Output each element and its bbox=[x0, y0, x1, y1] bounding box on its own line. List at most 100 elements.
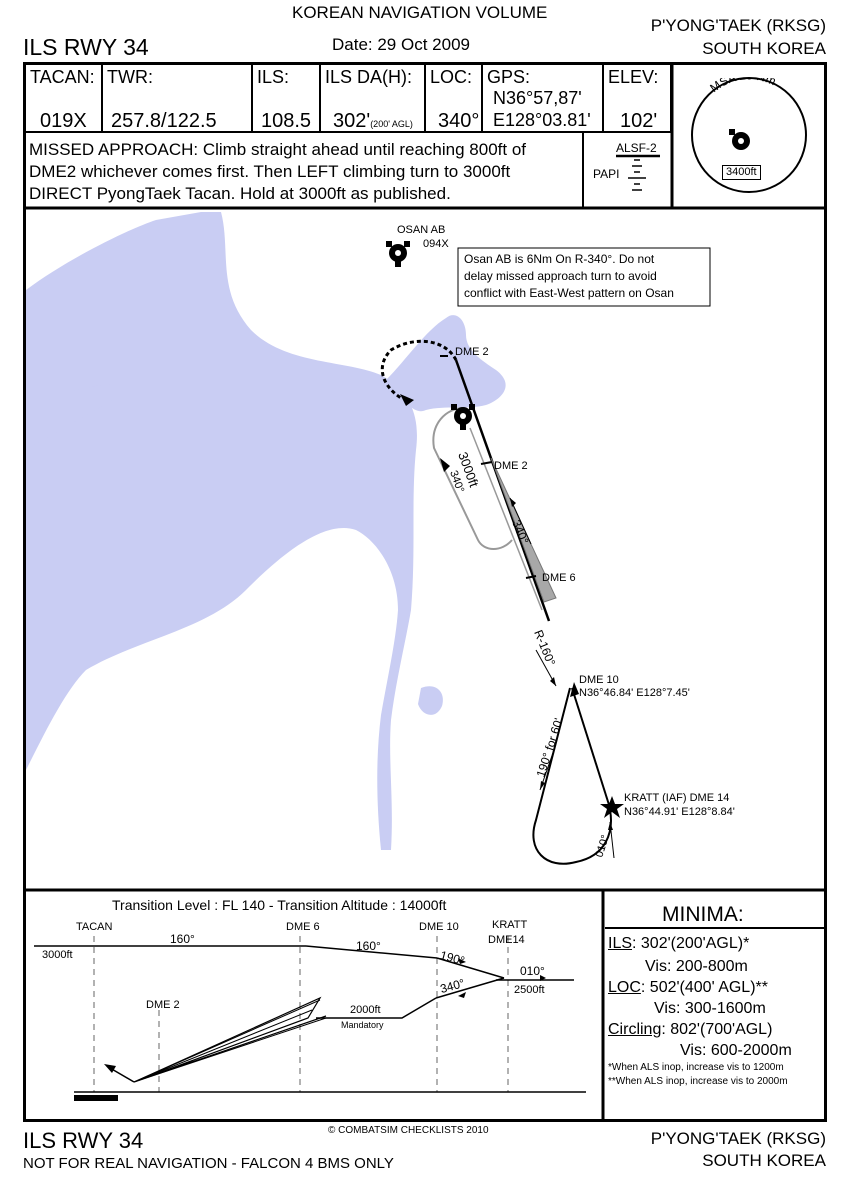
tacan-cell: TACAN: 019X bbox=[26, 64, 103, 132]
procedure-turn bbox=[532, 687, 612, 865]
missed-approach-arrow bbox=[400, 394, 414, 406]
radial-160-label: R-160° bbox=[531, 628, 558, 668]
course-340-label: 340° bbox=[509, 518, 531, 546]
minima-circling-visibility: Vis: 600-2000m bbox=[680, 1042, 792, 1059]
ils-cell: ILS: 108.5 bbox=[253, 64, 321, 132]
gps-longitude: E128°03.81' bbox=[493, 110, 591, 130]
country-name: SOUTH KOREA bbox=[702, 39, 826, 58]
dme2-label: DME 2 bbox=[494, 460, 528, 472]
gps-cell: GPS: N36°57,87' E128°03.81' bbox=[483, 64, 604, 132]
approach-lighting-symbol bbox=[616, 154, 660, 191]
tower-value: 257.8/122.5 bbox=[111, 110, 217, 132]
profile-kratt-dme-label: DME14 bbox=[488, 934, 525, 946]
holding-pattern bbox=[432, 407, 513, 550]
chart-date: Date: 29 Oct 2009 bbox=[332, 35, 470, 54]
navigation-volume: KOREAN NAVIGATION VOLUME bbox=[292, 3, 548, 22]
osan-tacan-icon bbox=[386, 241, 410, 267]
plan-view: 3000ft 340° 340° R-160° 190° for 60' 010… bbox=[26, 212, 711, 865]
profile-descent-1 bbox=[305, 945, 438, 959]
water-body bbox=[26, 212, 417, 850]
hold-inbound-leg bbox=[469, 427, 543, 611]
gps-label: GPS: bbox=[487, 67, 531, 87]
glide-slope-cone bbox=[133, 996, 327, 1083]
profile-2500ft-label: 2500ft bbox=[514, 984, 545, 996]
pyongtaek-tacan-icon bbox=[451, 404, 475, 430]
missed-approach-line-3: DIRECT PyongTaek Tacan. Hold at 3000ft a… bbox=[29, 184, 451, 203]
profile-2000-segment bbox=[316, 997, 437, 1019]
minima-title: MINIMA: bbox=[662, 903, 744, 926]
airport-name: P'YONG'TAEK (RKSG) bbox=[650, 16, 826, 35]
copyright: © COMBATSIM CHECKLISTS 2010 bbox=[328, 1125, 489, 1136]
decision-altitude-cell: ILS DA(H): 302'(200' AGL) bbox=[321, 64, 426, 132]
osan-name: OSAN AB bbox=[397, 224, 446, 236]
dme6-label: DME 6 bbox=[542, 572, 576, 584]
profile-3000ft-label: 3000ft bbox=[42, 949, 73, 961]
msa-label: MSA 25 Nm bbox=[707, 78, 778, 95]
chart-frame bbox=[23, 62, 827, 1122]
runway-symbol bbox=[74, 1095, 118, 1101]
localizer-cell: LOC: 340° bbox=[426, 64, 483, 132]
osan-note-line-3: conflict with East-West pattern on Osan bbox=[464, 286, 674, 300]
minima-ils: ILS: 302'(200'AGL)* bbox=[608, 936, 749, 952]
kratt-fix-icon bbox=[600, 796, 624, 818]
ils-label: ILS: bbox=[257, 67, 290, 87]
transition-levels: Transition Level : FL 140 - Transition A… bbox=[112, 897, 447, 913]
tacan-label: TACAN: bbox=[30, 67, 95, 87]
footer-country: SOUTH KOREA bbox=[702, 1151, 826, 1170]
profile-tacan-label: TACAN bbox=[76, 921, 113, 933]
profile-dme10-label: DME 10 bbox=[419, 921, 459, 933]
msa-altitude: 3400ft bbox=[722, 165, 761, 180]
footer-disclaimer: NOT FOR REAL NAVIGATION - FALCON 4 BMS O… bbox=[23, 1155, 394, 1172]
minima-ils-value: : 302'(200'AGL)* bbox=[632, 935, 750, 952]
gps-latitude: N36°57,87' bbox=[493, 88, 582, 108]
minima-note-1: *When ALS inop, increase vis to 1200m bbox=[608, 1062, 784, 1073]
inbound-leg bbox=[571, 687, 611, 809]
osan-note-line-1: Osan AB is 6Nm On R-340°. Do not bbox=[464, 252, 655, 266]
missed-approach-line-2: DME2 whichever comes first. Then LEFT cl… bbox=[29, 162, 511, 181]
minima-loc-visibility: Vis: 300-1600m bbox=[654, 1000, 766, 1017]
minima-loc: LOC: 502'(400' AGL)** bbox=[608, 980, 768, 996]
elevation-label: ELEV: bbox=[608, 67, 659, 87]
papi-label: PAPI bbox=[593, 167, 620, 181]
msa-label-arc: MSA 25 Nm bbox=[707, 78, 778, 95]
decision-altitude-label: ILS DA(H): bbox=[325, 67, 413, 87]
minima-ils-key: ILS bbox=[608, 935, 633, 952]
course-340-arrow bbox=[509, 497, 532, 545]
kratt-coordinates: N36°44.91' E128°8.84' bbox=[624, 806, 735, 818]
profile-dme6-label: DME 6 bbox=[286, 921, 320, 933]
profile-dme2-label: DME 2 bbox=[146, 999, 180, 1011]
osan-note-line-2: delay missed approach turn to avoid bbox=[464, 269, 657, 283]
outbound-course-label: 190° for 60' bbox=[534, 716, 566, 778]
approach-lighting: ALSF-2 bbox=[616, 141, 657, 155]
hold-arrow bbox=[440, 458, 450, 472]
minima-circling: Circling: 802'(700'AGL) bbox=[608, 1022, 772, 1038]
footer-airport: P'YONG'TAEK (RKSG) bbox=[650, 1129, 826, 1148]
dme10-coordinates: N36°46.84' E128°7.45' bbox=[579, 687, 690, 699]
ils-value: 108.5 bbox=[261, 110, 312, 132]
osan-note-box bbox=[457, 247, 711, 307]
svg-text:MSA 25 Nm: MSA 25 Nm bbox=[707, 78, 778, 95]
missed-dme2-label: DME 2 bbox=[455, 346, 489, 358]
tacan-value: 019X bbox=[40, 110, 87, 132]
inbound-course-label: 010° bbox=[593, 834, 611, 859]
minima-loc-key: LOC bbox=[608, 979, 641, 996]
decision-altitude-value: 302'(200' AGL) bbox=[333, 110, 413, 133]
tower-label: TWR: bbox=[107, 67, 153, 87]
water-channel bbox=[26, 383, 136, 450]
minima-loc-value: : 502'(400' AGL)** bbox=[640, 979, 768, 996]
decision-altitude-agl: (200' AGL) bbox=[370, 119, 413, 129]
missed-approach-path bbox=[380, 339, 458, 400]
water-inlet bbox=[386, 315, 506, 412]
inbound-arrow bbox=[570, 682, 579, 697]
minima-ils-visibility: Vis: 200-800m bbox=[645, 958, 748, 975]
profile-course-160-second: 160° bbox=[356, 939, 381, 953]
osan-frequency: 094X bbox=[423, 238, 449, 250]
minima-note-2: **When ALS inop, increase vis to 2000m bbox=[608, 1076, 788, 1087]
msa-circle bbox=[691, 77, 807, 193]
dme10-label: DME 10 bbox=[579, 674, 619, 686]
decision-altitude-number: 302' bbox=[333, 110, 371, 132]
kratt-label: KRATT (IAF) DME 14 bbox=[624, 792, 730, 804]
localizer-value: 340° bbox=[438, 110, 480, 132]
localizer-label: LOC: bbox=[430, 67, 473, 87]
